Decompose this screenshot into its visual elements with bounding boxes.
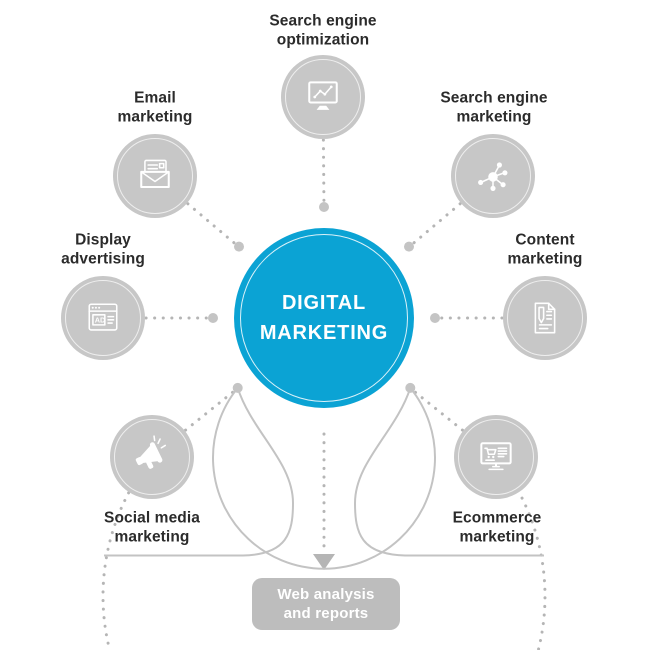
megaphone-icon bbox=[135, 435, 167, 469]
label-search-engine-marketing: Search engine marketing bbox=[440, 89, 548, 126]
center-hub-digital-marketing: DIGITAL MARKETING bbox=[234, 228, 414, 408]
network-hub-icon bbox=[478, 162, 508, 191]
browser-ad-icon: AD bbox=[88, 303, 118, 331]
label-ecommerce-marketing: Ecommerce marketing bbox=[452, 509, 542, 546]
document-pencil-icon bbox=[534, 302, 556, 334]
label-email-marketing: Email marketing bbox=[117, 89, 193, 126]
node-content-marketing bbox=[503, 276, 587, 360]
monitor-cart-icon bbox=[480, 442, 512, 471]
monitor-chart-icon bbox=[308, 81, 338, 110]
center-hub-label: DIGITAL MARKETING bbox=[259, 292, 389, 344]
hub-ring-arc bbox=[212, 387, 436, 570]
envelope-letter-icon bbox=[140, 159, 170, 189]
svg-text:AD: AD bbox=[95, 316, 106, 325]
label-content-marketing: Content marketing bbox=[507, 231, 583, 268]
label-social-media-marketing: Social media marketing bbox=[104, 509, 200, 546]
node-email-marketing bbox=[113, 134, 197, 218]
web-analysis-reports-box: Web analysis and reports bbox=[252, 578, 400, 630]
node-ecommerce-marketing bbox=[454, 415, 538, 499]
node-search-engine-optimization bbox=[281, 55, 365, 139]
label-search-engine-optimization: Search engine optimization bbox=[269, 12, 377, 49]
web-analysis-reports-label: Web analysis and reports bbox=[277, 585, 375, 623]
hub-ring-legs bbox=[104, 387, 544, 557]
label-display-advertising: Display advertising bbox=[61, 231, 145, 268]
node-social-media-marketing bbox=[110, 415, 194, 499]
node-search-engine-marketing bbox=[451, 134, 535, 218]
node-display-advertising: AD bbox=[61, 276, 145, 360]
down-arrow-icon bbox=[313, 554, 335, 570]
